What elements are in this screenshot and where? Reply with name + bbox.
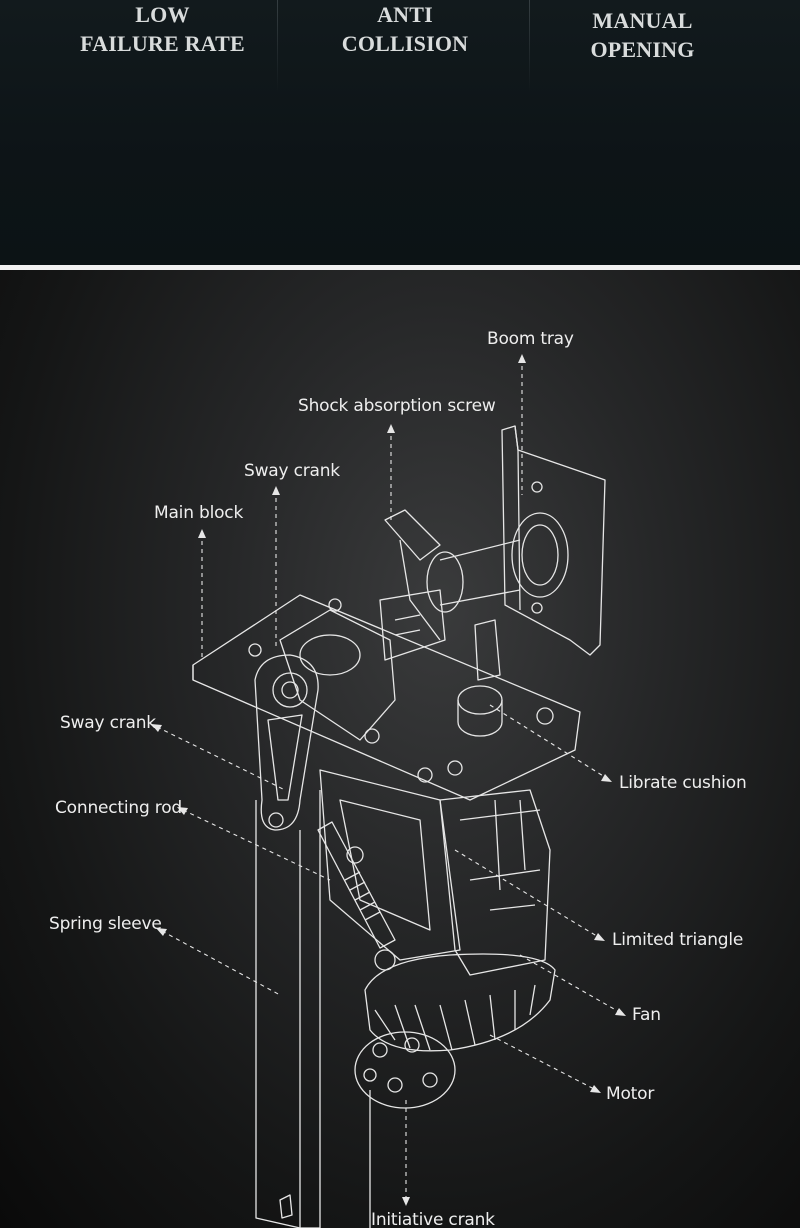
label-sway-crank-top: Sway crank: [244, 461, 340, 481]
mechanism-diagram: Boom tray Shock absorption screw Sway cr…: [0, 270, 800, 1228]
mechanism-line-art: [151, 354, 626, 1228]
main-block-plate: [192, 594, 581, 801]
feature-manual-opening: MANUAL OPENING: [545, 6, 740, 64]
label-librate-cushion: Librate cushion: [619, 773, 747, 793]
feature-divider: [529, 0, 530, 92]
features-banner: LOW FAILURE RATE ANTI COLLISION MANUAL O…: [0, 0, 800, 265]
label-limited-triangle: Limited triangle: [612, 930, 744, 950]
feature-anti-collision: ANTI COLLISION: [300, 0, 510, 58]
limited-triangle-frame: [439, 789, 551, 976]
feature-low-failure-rate: LOW FAILURE RATE: [60, 0, 265, 58]
feature-divider: [277, 0, 278, 92]
label-spring-sleeve: Spring sleeve: [49, 914, 162, 934]
label-main-block: Main block: [154, 503, 244, 523]
feature-line-2: COLLISION: [341, 31, 469, 56]
label-initiative-crank: Initiative crank: [371, 1210, 495, 1228]
shock-screw-head: [384, 509, 441, 561]
section-separator: [0, 265, 800, 270]
feature-line-2: FAILURE RATE: [80, 31, 245, 56]
label-fan: Fan: [632, 1005, 661, 1025]
label-boom-tray: Boom tray: [487, 329, 574, 349]
label-shock-absorption-screw: Shock absorption screw: [298, 396, 496, 416]
label-connecting-rod: Connecting rod: [55, 798, 182, 818]
motor-housing: [364, 953, 556, 1052]
feature-line-1: MANUAL: [592, 8, 693, 33]
feature-line-2: OPENING: [590, 37, 695, 62]
label-motor: Motor: [606, 1084, 655, 1104]
feature-line-1: ANTI: [377, 2, 433, 27]
connecting-rod: [317, 821, 396, 949]
feature-line-1: LOW: [135, 2, 190, 27]
sway-crank-arm: [254, 654, 319, 831]
label-sway-crank-left: Sway crank: [60, 713, 156, 733]
